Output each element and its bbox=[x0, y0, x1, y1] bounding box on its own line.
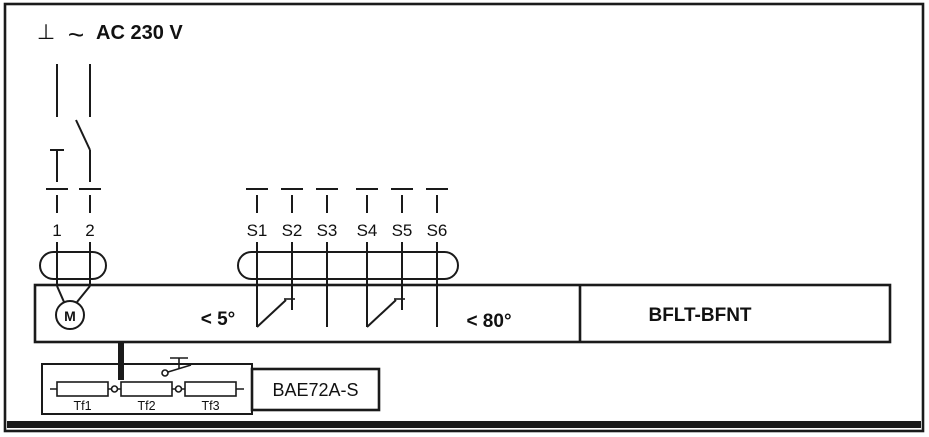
angle-max-label: < 80° bbox=[466, 311, 511, 332]
terminal-s3-label: S3 bbox=[317, 221, 338, 240]
actuator-housing bbox=[33, 283, 892, 344]
aux-switch-1-blade bbox=[256, 299, 287, 328]
aux-wire-s3: S3 bbox=[316, 188, 338, 327]
terminal-s2-label: S2 bbox=[282, 221, 303, 240]
power-wire-2: 2 bbox=[75, 64, 101, 303]
outer-border bbox=[3, 2, 925, 433]
power-connector-oval bbox=[39, 251, 107, 280]
terminal-s6-label: S6 bbox=[427, 221, 448, 240]
release-symbol-pivot bbox=[161, 369, 169, 377]
fuse-tf1-label: Tf1 bbox=[73, 399, 91, 413]
switch-blade bbox=[75, 119, 91, 151]
fuse-tf3-label: Tf3 bbox=[201, 399, 219, 413]
junction-circle-2 bbox=[174, 385, 183, 393]
terminal-2-label: 2 bbox=[85, 221, 94, 240]
fuse-tf2-box bbox=[120, 381, 173, 397]
voltage-label: AC 230 V bbox=[96, 22, 183, 44]
ac-symbol: ~ bbox=[68, 19, 84, 50]
terminal-s4-label: S4 bbox=[357, 221, 378, 240]
motor-circle bbox=[55, 300, 85, 330]
power-wire-1: 1 bbox=[46, 64, 68, 303]
aux-switch-2-blade bbox=[366, 299, 397, 328]
actuator-model-label: BFLT-BFNT bbox=[648, 305, 751, 326]
fuse-tf2-label: Tf2 bbox=[137, 399, 155, 413]
terminal-s5-label: S5 bbox=[392, 221, 413, 240]
terminal-s1-label: S1 bbox=[247, 221, 268, 240]
junction-circle-1 bbox=[110, 385, 119, 393]
aux-wire-s6: S6 bbox=[426, 188, 448, 327]
release-symbol-lever bbox=[167, 364, 192, 373]
ground-symbol: ⊥ bbox=[37, 21, 55, 44]
aux-wire-s2: S2 bbox=[281, 188, 303, 310]
thermal-link-line bbox=[118, 342, 124, 380]
sensor-model-label: BAE72A-S bbox=[272, 380, 358, 400]
fuse-tf1-box bbox=[56, 381, 109, 397]
motor-letter: M bbox=[64, 308, 76, 324]
bottom-rule bbox=[7, 421, 921, 428]
wire-2-to-motor bbox=[76, 285, 91, 303]
sensor-model-box bbox=[250, 367, 381, 412]
wire-1-to-motor bbox=[56, 285, 65, 303]
terminal-1-label: 1 bbox=[52, 221, 61, 240]
fuse-tf3-box bbox=[184, 381, 237, 397]
angle-min-label: < 5° bbox=[201, 309, 236, 330]
aux-wire-s1: S1 bbox=[246, 188, 268, 327]
switch-connector-oval bbox=[237, 251, 459, 280]
aux-wire-s4: S4 bbox=[356, 188, 378, 327]
aux-wire-s5: S5 bbox=[391, 188, 413, 310]
